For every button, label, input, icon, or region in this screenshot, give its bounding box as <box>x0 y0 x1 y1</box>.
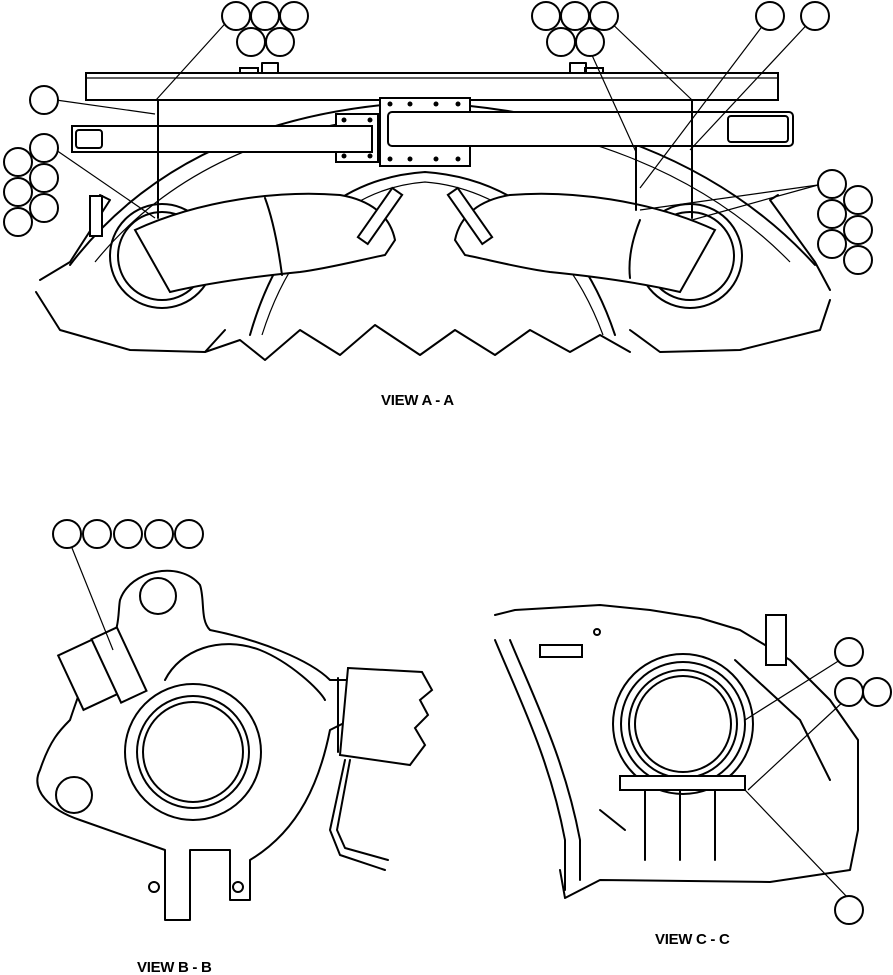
view-b-drawing <box>36 569 434 921</box>
view-c-leaders <box>744 659 849 899</box>
view-c-reference-balloons <box>834 637 892 925</box>
view-a-drawing <box>35 62 831 361</box>
view-b-leaders <box>71 547 114 651</box>
view-b-reference-balloons <box>52 519 204 549</box>
view-c-caption: VIEW C - C <box>655 931 730 948</box>
view-a-leaders <box>55 15 819 221</box>
view-a-reference-balloons <box>3 1 873 275</box>
view-b-caption: VIEW B - B <box>137 959 212 975</box>
view-c-drawing <box>494 604 859 899</box>
view-a-caption: VIEW A - A <box>381 392 454 409</box>
